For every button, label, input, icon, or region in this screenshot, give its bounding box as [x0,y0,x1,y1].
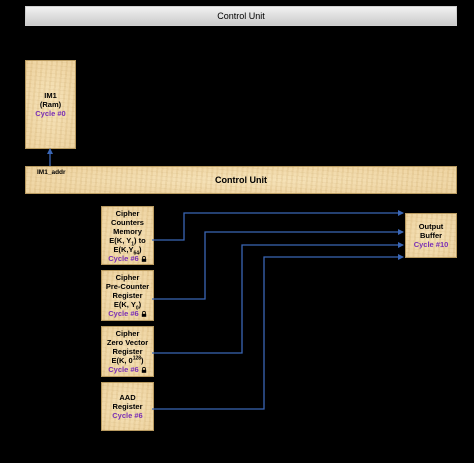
cipher-counters-l3: Memory [113,226,142,236]
aad-wire [152,254,404,410]
zero-vector-cycle: Cycle #6 [108,365,139,374]
zero-vector-wire [152,242,404,354]
cipher-pre-counter-register-block: Cipher Pre-Counter Register E(K, Y0) Cyc… [101,270,154,321]
pre-counter-l2: Pre-Counter [105,282,150,291]
control-unit-bar: Control Unit [25,166,457,194]
aad-l1: AAD [119,393,136,402]
output-cycle: Cycle #10 [413,240,449,249]
cipher-counters-l4: E(K, Y1) to [109,235,146,247]
cipher-counters-cycle: Cycle #6 [108,253,139,263]
cipher-counters-wire [152,210,404,241]
zero-vector-l1: Cipher [115,329,140,338]
pre-counter-wire [152,229,404,300]
aad-cycle: Cycle #6 [112,411,143,420]
control-unit-label: Control Unit [215,175,267,185]
im1-cycle: Cycle #0 [35,109,66,118]
cipher-counters-memory-block: Cipher Counters Memory E(K, Y1) to E(K,Y… [101,206,154,265]
output-l1: Output [418,222,444,231]
im1-title: IM1 [44,91,57,100]
cipher-counters-l5: E(K,Y64) [113,244,142,256]
top-control-unit-label: Control Unit [217,11,265,21]
padlock-icon [141,367,146,373]
zero-vector-l3: Register [112,347,143,356]
im1-addr-label: IM1_addr [37,169,66,176]
zero-vector-l2: Zero Vector [106,338,149,347]
padlock-icon [141,255,146,262]
pre-counter-l4: E(K, Y0) [113,300,142,312]
output-buffer-block: Output Buffer Cycle #10 [405,213,457,258]
cipher-counters-l1: Cipher [115,208,140,218]
im1-ram-block: IM1 (Ram) Cycle #0 [25,60,76,149]
im1-subtitle: (Ram) [39,100,62,109]
pre-counter-l1: Cipher [115,273,140,282]
pre-counter-cycle: Cycle #6 [108,309,139,318]
pre-counter-l3: Register [112,291,143,300]
aad-register-block: AAD Register Cycle #6 [101,382,154,431]
aad-l2: Register [112,402,143,411]
zero-vector-l4: E(K, 0128) [111,355,144,365]
top-control-unit-bar: Control Unit [25,6,457,26]
cipher-zero-vector-register-block: Cipher Zero Vector Register E(K, 0128) C… [101,326,154,377]
cipher-counters-l2: Counters [111,217,144,227]
output-l2: Buffer [419,231,443,240]
padlock-icon [141,311,146,317]
